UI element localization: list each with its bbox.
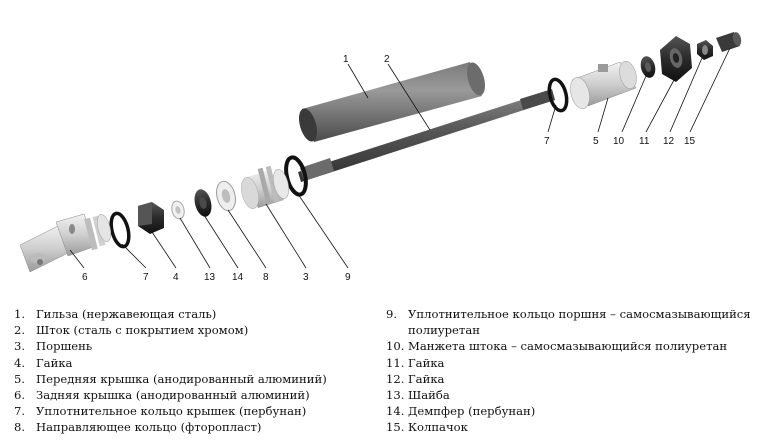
legend-item-10: 10.Манжета штока – самосмазывающийся пол…: [386, 338, 752, 354]
legend-number: 9.: [386, 307, 398, 321]
callout-14: 14: [232, 272, 244, 283]
legend-text: Гильза (нержавеющая сталь): [36, 307, 217, 321]
legend-item-2: 2. Шток (сталь с покрытием хромом): [14, 322, 374, 338]
legend-item-7: 7. Уплотнительное кольцо крышек (пербунан…: [14, 403, 374, 419]
legend-number: 2.: [14, 323, 26, 338]
legend-text: Направляющее кольцо (фторопласт): [36, 420, 262, 435]
legend-text: Уплотнительное кольцо крышек (пербунан): [36, 404, 307, 419]
legend-number: 10.: [386, 339, 405, 354]
callout-3: 3: [303, 272, 309, 283]
legend-number: 5.: [14, 371, 26, 386]
leader-lines: [69, 47, 731, 269]
legend-number: 8.: [14, 420, 26, 435]
legend-text: Задняя крышка (анодированный алюминий): [36, 388, 310, 403]
legend-number: 3.: [14, 339, 26, 354]
callout-11: 11: [639, 136, 650, 147]
legend-text: Манжета штока – самосмазывающийся полиур…: [408, 339, 728, 354]
guide-ring: [216, 180, 236, 212]
front-cap: [570, 61, 637, 109]
callout-9: 9: [345, 272, 351, 283]
legend-text: Поршень: [36, 339, 93, 354]
rod-seal: [640, 56, 656, 78]
legend-number: 4.: [14, 355, 26, 370]
legend-item-6: 6. Задняя крышка (анодированный алюминий): [14, 387, 374, 403]
legend-text: Уплотнительное кольцо поршня – самосмазы…: [408, 307, 751, 338]
end-cap: [716, 32, 742, 52]
barrel-tube: [298, 62, 486, 142]
legend-number: 13.: [386, 388, 405, 403]
legend-item-13: 13.Шайба: [386, 387, 752, 403]
legend-item-9: 9. Уплотнительное кольцо поршня – самосма…: [386, 306, 752, 338]
nut-front: [138, 202, 164, 234]
cover-o-ring-front: [547, 77, 569, 113]
legend-text: Передняя крышка (анодированный алюминий): [36, 371, 327, 386]
callout-4: 4: [173, 272, 179, 283]
callout-15: 15: [684, 136, 696, 147]
callout-7-rear: 7: [143, 272, 149, 283]
legend-item-15: 15.Колпачок: [386, 419, 752, 435]
rear-cap: [19, 213, 111, 273]
legend-text: Гайка: [408, 371, 445, 386]
cover-o-ring-rear: [109, 211, 131, 249]
callout-6: 6: [82, 272, 88, 283]
legend-item-12: 12.Гайка: [386, 371, 752, 387]
parts-legend-left: 1. Гильза (нержавеющая сталь) 2. Шток (ста…: [14, 306, 374, 436]
legend-number: 6.: [14, 388, 26, 403]
exploded-cylinder-diagram: 1 2 7 5 10 11 12 15 6 7 4 13 14 8 3 9: [19, 32, 742, 283]
legend-text: Шайба: [408, 388, 450, 403]
nut-large: [660, 36, 692, 82]
callout-7-front: 7: [544, 136, 550, 147]
legend-item-8: 8. Направляющее кольцо (фторопласт): [14, 419, 374, 435]
legend-number: 12.: [386, 371, 405, 386]
callout-5: 5: [593, 136, 599, 147]
legend-item-11: 11.Гайка: [386, 355, 752, 371]
piston: [241, 165, 289, 209]
legend-number: 14.: [386, 404, 405, 419]
legend-item-14: 14.Демпфер (пербунан): [386, 403, 752, 419]
nut-small: [697, 40, 713, 60]
callout-13: 13: [204, 272, 216, 283]
callout-1: 1: [343, 54, 349, 65]
legend-item-4: 4. Гайка: [14, 355, 374, 371]
parts-legend-right: 9. Уплотнительное кольцо поршня – самосма…: [386, 306, 752, 436]
legend-item-5: 5. Передняя крышка (анодированный алюмини…: [14, 371, 374, 387]
piston-rod: [298, 89, 555, 182]
legend-number: 15.: [386, 420, 405, 435]
legend-text: Гайка: [36, 355, 73, 370]
legend-item-3: 3. Поршень: [14, 338, 374, 354]
callout-2: 2: [384, 54, 390, 65]
legend-text: Шток (сталь с покрытием хромом): [36, 323, 249, 338]
legend-text: Гайка: [408, 355, 445, 370]
damper: [194, 189, 212, 217]
washer: [171, 200, 185, 220]
callout-10: 10: [613, 136, 625, 147]
callout-12: 12: [663, 136, 675, 147]
legend-number: 11.: [386, 355, 405, 370]
callout-8: 8: [263, 272, 269, 283]
legend-item-1: 1. Гильза (нержавеющая сталь): [14, 306, 374, 322]
legend-number: 7.: [14, 404, 26, 419]
piston-seal-ring: [284, 155, 308, 197]
legend-text: Колпачок: [408, 420, 468, 435]
legend-number: 1.: [14, 307, 26, 321]
legend-text: Демпфер (пербунан): [408, 404, 536, 419]
